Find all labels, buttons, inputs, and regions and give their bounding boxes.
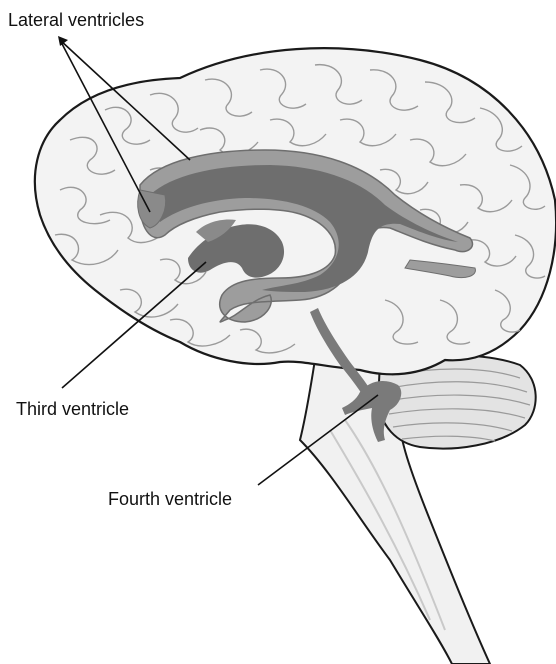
label-third-ventricle: Third ventricle bbox=[16, 400, 129, 418]
label-lateral-ventricles: Lateral ventricles bbox=[8, 11, 144, 29]
label-fourth-ventricle: Fourth ventricle bbox=[108, 490, 232, 508]
